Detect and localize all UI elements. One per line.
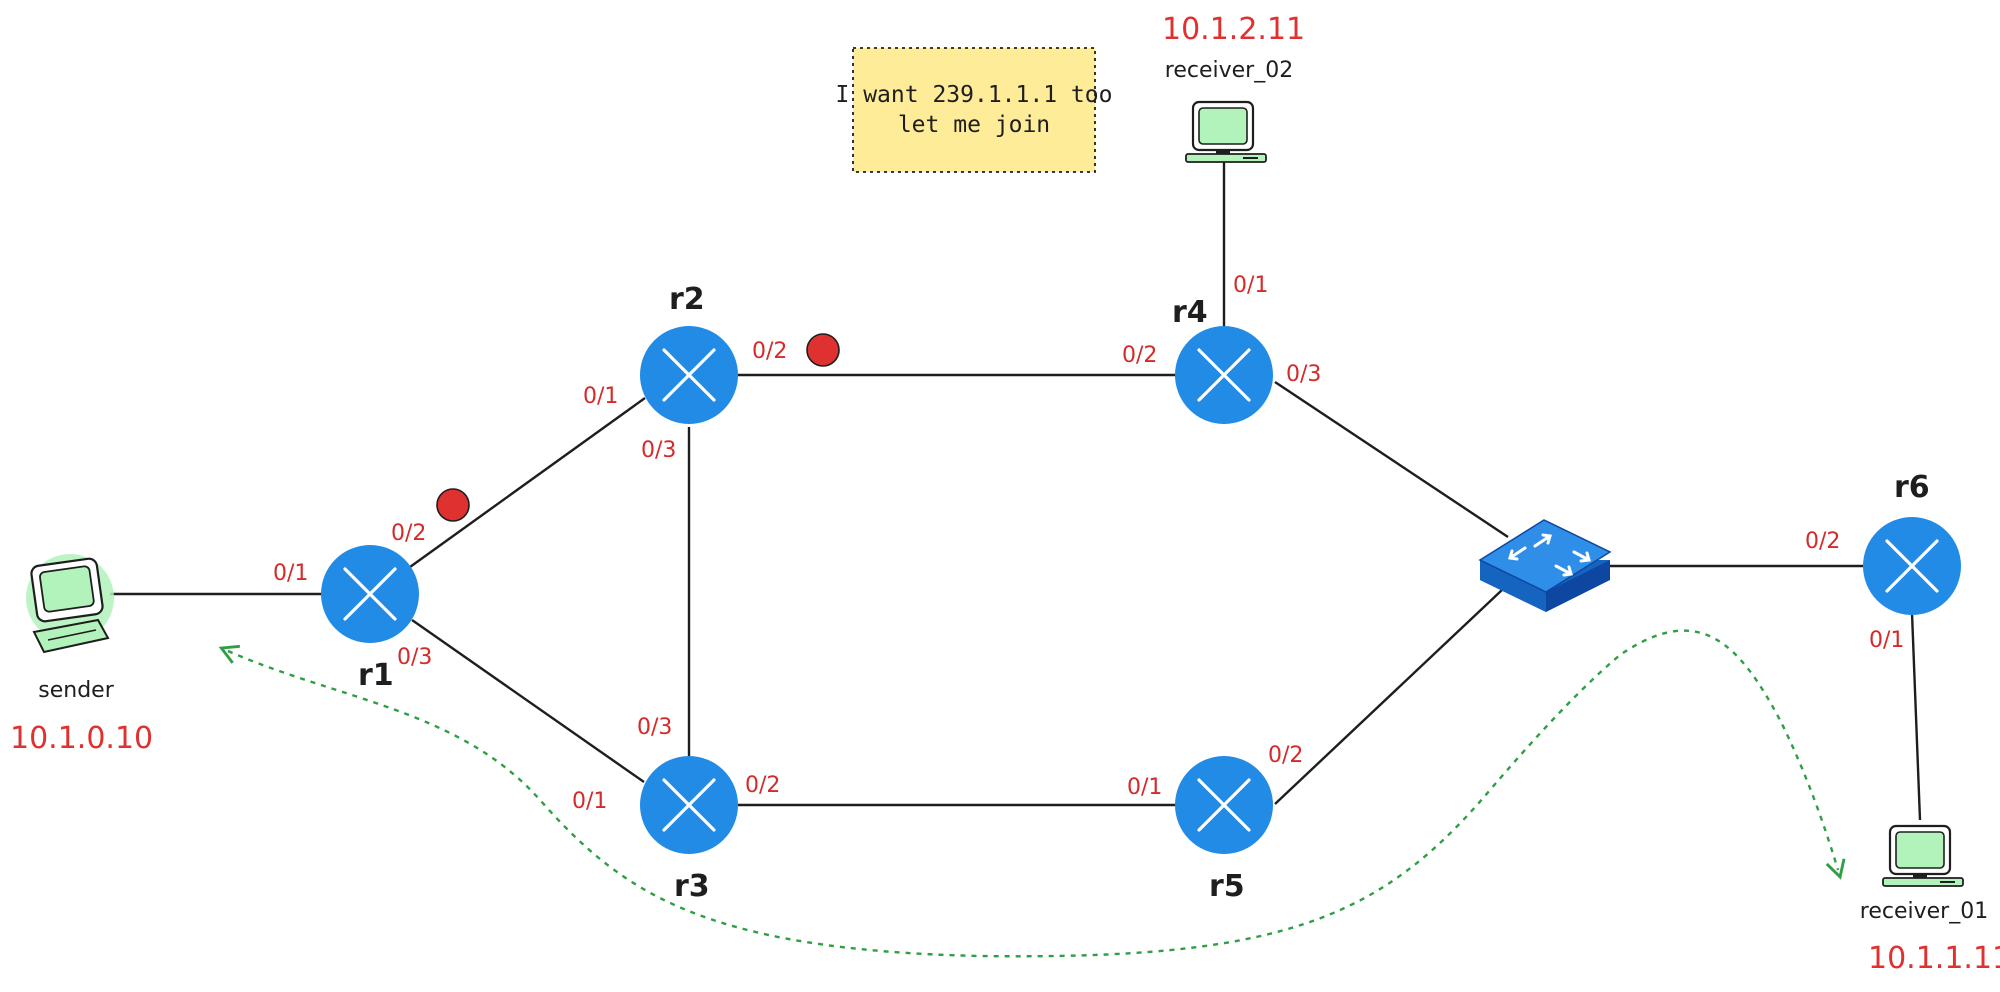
ip-receiver01: 10.1.1.11 [1868,941,2000,976]
port-label-r2-0-1: 0/1 [583,384,618,409]
link-r5-switch [1274,589,1503,805]
links [110,160,1922,821]
port-label-r4-0-2: 0/2 [1122,343,1157,368]
host-name-receiver02: receiver_02 [1165,58,1293,83]
host-name-receiver01: receiver_01 [1860,899,1988,924]
port-label-r6-0-1: 0/1 [1869,628,1904,653]
router-icon [1197,778,1251,832]
router-r6[interactable] [1863,517,1961,615]
port-label-r1-0-3: 0/3 [397,645,432,670]
computer-icon [1882,824,1964,887]
port-label-r4-0-1: 0/1 [1233,273,1268,298]
port-label-r5-0-2: 0/2 [1268,743,1303,768]
switch-arrows-icon [1508,533,1591,577]
router-name-r1: r1 [358,658,394,693]
port-label-r3-0-2: 0/2 [745,773,780,798]
router-icon [1885,539,1939,593]
ip-sender: 10.1.0.10 [10,721,153,756]
multicast-flow-arrow [218,629,1846,958]
switch[interactable] [1478,519,1612,612]
host-sender[interactable] [26,554,114,654]
router-r2[interactable] [640,326,738,424]
port-label-r5-0-1: 0/1 [1127,775,1162,800]
note-line-1: I want 239.1.1.1 too [836,82,1113,108]
port-label-r1-0-2: 0/2 [391,521,426,546]
port-label-r1-0-1: 0/1 [273,561,308,586]
port-label-r2-0-2: 0/2 [752,339,787,364]
router-icon [662,778,716,832]
router-name-r5: r5 [1209,869,1245,904]
link-r1-r2 [409,397,646,568]
computer-icon [30,557,110,654]
join-marker-r2-0-2 [806,333,840,367]
note-line-2: let me join [898,112,1050,138]
router-r1[interactable] [321,545,419,643]
link-r4-switch [1274,381,1509,538]
router-r3[interactable] [640,756,738,854]
port-label-r4-0-3: 0/3 [1286,362,1321,387]
port-label-r3-0-1: 0/1 [572,789,607,814]
computer-icon [1185,100,1267,163]
router-icon [662,348,716,402]
host-receiver01[interactable] [1882,824,1964,887]
host-receiver02[interactable] [1185,100,1267,163]
router-r4[interactable] [1175,326,1273,424]
link-r6-receiver01 [1910,612,1922,821]
host-name-sender: sender [38,678,114,703]
link-r1-r3 [411,619,645,783]
port-label-r2-0-3: 0/3 [641,438,676,463]
router-icon [1197,348,1251,402]
router-icon [343,567,397,621]
router-r5[interactable] [1175,756,1273,854]
port-label-r3-0-3: 0/3 [637,715,672,740]
router-name-r3: r3 [674,869,710,904]
join-marker-r1-0-2 [436,488,470,522]
router-name-r6: r6 [1894,470,1930,505]
router-name-r4: r4 [1172,295,1208,330]
ip-receiver02: 10.1.2.11 [1162,12,1305,47]
port-label-r6-0-2: 0/2 [1805,529,1840,554]
router-name-r2: r2 [669,282,705,317]
join-request-note: I want 239.1.1.1 too let me join [836,47,1113,173]
